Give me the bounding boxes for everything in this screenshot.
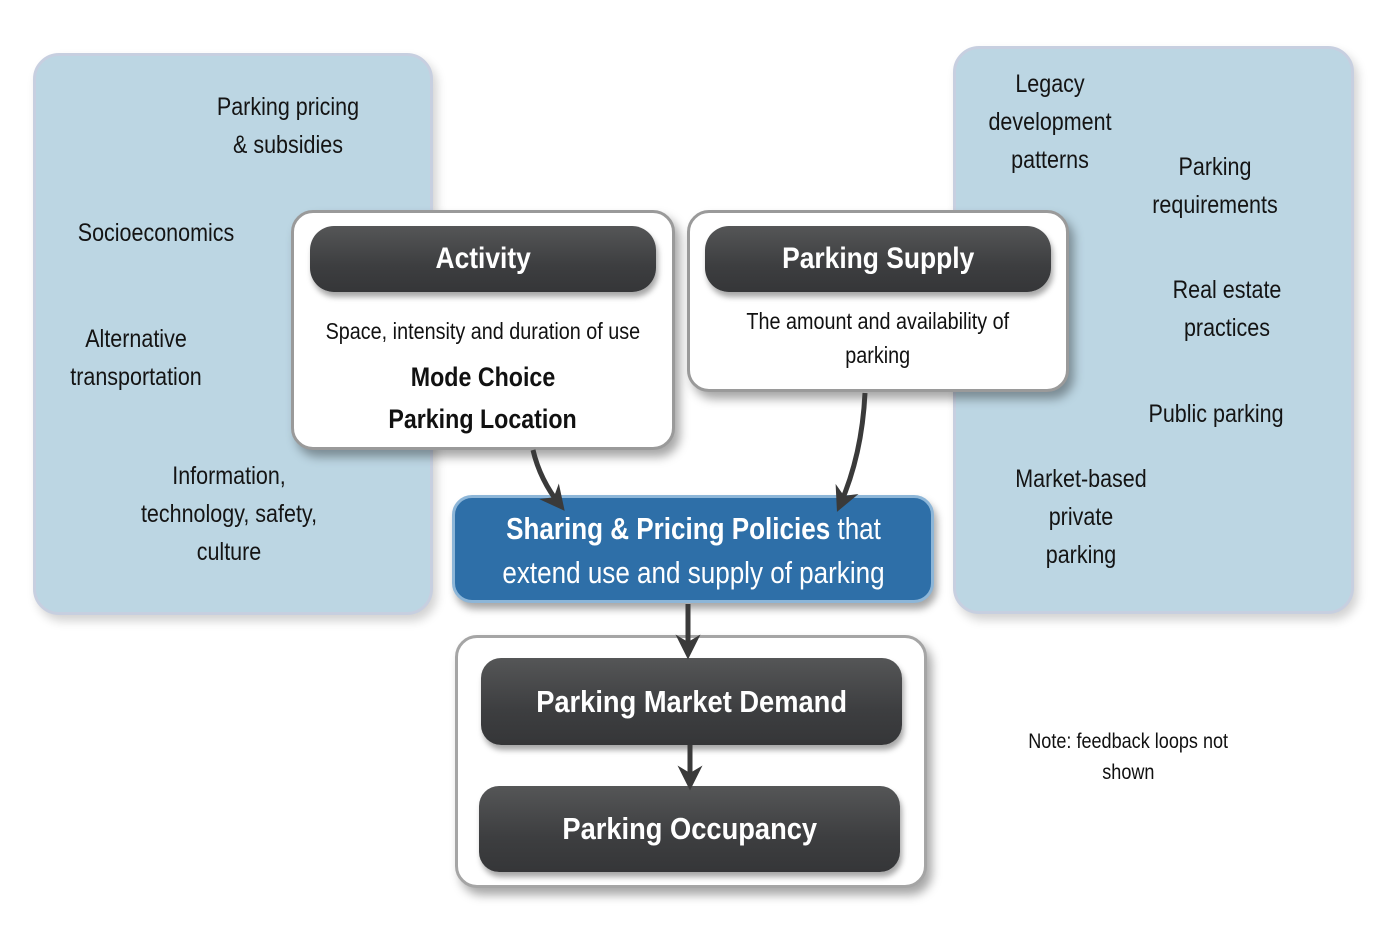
supply-desc-line1: The amount and availability of bbox=[746, 308, 1010, 334]
parking-market-demand-text: Parking Market Demand bbox=[536, 683, 847, 719]
sharing-pricing-policies-box: Sharing & Pricing Policies that extend u… bbox=[452, 495, 934, 603]
factor-information-technology: Information, technology, safety, culture bbox=[140, 462, 318, 566]
factor-public-parking: Public parking bbox=[1148, 400, 1284, 428]
parking-occupancy-text: Parking Occupancy bbox=[562, 811, 817, 846]
note-line1: Note: feedback loops not bbox=[1028, 730, 1228, 753]
mode-choice-text: Mode Choice bbox=[410, 362, 556, 392]
activity-title: Activity bbox=[310, 226, 656, 292]
parking-supply-description: The amount and availability of parking bbox=[687, 304, 1069, 372]
factor-parking-requirements: Parking requirements bbox=[1152, 153, 1278, 219]
feedback-note: Note: feedback loops not shown bbox=[1000, 726, 1256, 788]
policy-line2: extend use and supply of parking bbox=[501, 555, 885, 590]
policy-line1: Sharing & Pricing Policies that bbox=[502, 507, 884, 551]
arrow-activity-to-policy bbox=[530, 449, 565, 511]
activity-mode-choice: Mode Choice bbox=[291, 356, 675, 398]
factor-legacy-development: Legacy development patterns bbox=[988, 70, 1112, 174]
parking-occupancy: Parking Occupancy bbox=[479, 786, 900, 872]
activity-title-text: Activity bbox=[435, 242, 531, 275]
factor-parking-pricing: Parking pricing & subsidies bbox=[216, 93, 360, 159]
activity-parking-location: Parking Location bbox=[291, 398, 675, 440]
parking-market-demand: Parking Market Demand bbox=[481, 658, 902, 745]
note-line2: shown bbox=[1101, 761, 1155, 784]
factor-socioeconomics: Socioeconomics bbox=[77, 219, 235, 247]
supply-desc-line2: parking bbox=[845, 342, 911, 368]
policy-rest-text: that bbox=[829, 511, 881, 546]
parking-supply-title: Parking Supply bbox=[705, 226, 1051, 292]
activity-description-text: Space, intensity and duration of use bbox=[325, 318, 641, 344]
factor-real-estate-practices: Real estate practices bbox=[1172, 276, 1282, 342]
parking-location-text: Parking Location bbox=[388, 404, 578, 434]
policy-bold-text: Sharing & Pricing Policies bbox=[505, 511, 830, 546]
activity-description: Space, intensity and duration of use bbox=[291, 314, 675, 348]
factor-alternative-transportation: Alternative transportation bbox=[70, 325, 202, 391]
factor-market-based-private-parking: Market-based private parking bbox=[1015, 465, 1147, 569]
parking-supply-title-text: Parking Supply bbox=[781, 242, 975, 275]
arrow-supply-to-policy bbox=[835, 392, 868, 512]
